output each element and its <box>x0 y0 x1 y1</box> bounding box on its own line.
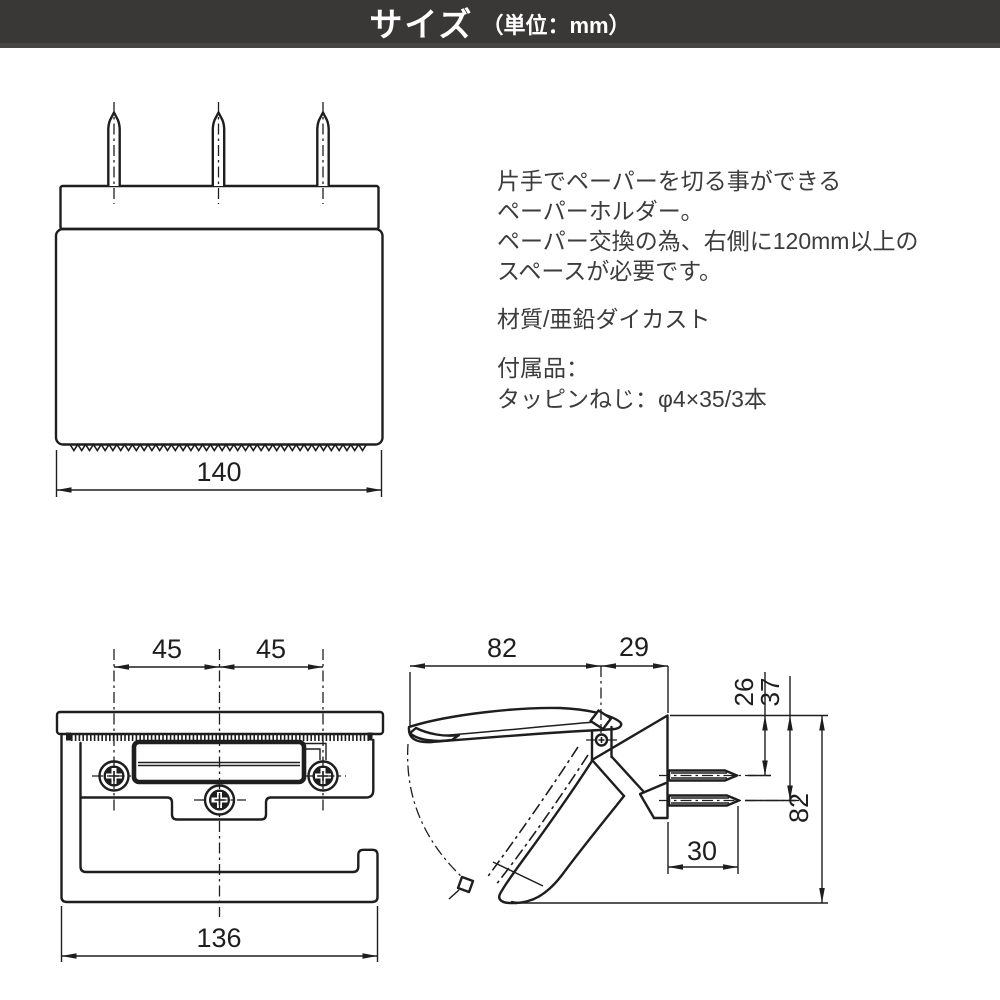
cutter-bar <box>131 739 327 785</box>
dim-30: 30 <box>667 806 739 874</box>
dim-label-30: 30 <box>687 836 717 866</box>
dim-label-37: 37 <box>755 678 785 707</box>
mounting-pin-right <box>316 102 330 204</box>
dim-label-45-right: 45 <box>256 634 286 664</box>
accessory-item: タッピンねじ：φ4×35/3本 <box>497 386 767 412</box>
top-view-drawing: 140 <box>54 102 384 497</box>
holder-body-top <box>54 227 384 446</box>
dim-45-45: 45 45 <box>114 634 323 670</box>
dim-label-140: 140 <box>196 457 241 487</box>
screw-axis-ticks <box>92 775 346 801</box>
lid-swing-arc <box>406 743 589 900</box>
description-line-3: ペーパー交換の為、右側に120mm以上の <box>497 228 919 254</box>
screw-side-lower <box>659 794 799 807</box>
front-view-drawing: 45 45 136 <box>55 634 385 962</box>
page-title: サイズ <box>369 5 474 43</box>
screw-front-right <box>307 760 339 792</box>
dim-82-29: 82 29 <box>409 632 669 733</box>
dim-37: 37 <box>745 676 796 802</box>
dim-140: 140 <box>55 450 383 497</box>
dim-label-136: 136 <box>196 923 241 953</box>
side-body <box>492 714 669 905</box>
dim-label-26: 26 <box>729 678 759 707</box>
mount-bracket <box>79 738 375 821</box>
cutter-serration <box>69 443 368 452</box>
dim-136: 136 <box>60 906 379 962</box>
description-line-1: 片手でペーパーを切る事ができる <box>497 168 842 194</box>
mount-plate <box>59 184 380 231</box>
dim-label-82-right: 82 <box>784 793 814 823</box>
material-note: 材質/亜鉛ダイカスト <box>497 306 711 332</box>
mounting-pin-left <box>107 102 121 204</box>
unit-label: （単位：mm） <box>481 12 631 38</box>
dim-label-82-top: 82 <box>487 633 517 663</box>
dim-label-29: 29 <box>619 632 649 662</box>
mounting-pin-center <box>211 102 226 204</box>
description-line-4: スペースが必要です。 <box>497 258 722 284</box>
open-lid-tab <box>456 875 475 894</box>
top-view-body <box>54 102 384 452</box>
lid-side <box>407 706 623 744</box>
holder-frame <box>60 733 379 904</box>
dim-26: 26 <box>729 672 771 777</box>
accessory-title: 付属品： <box>497 355 589 381</box>
front-view-body <box>55 649 385 917</box>
description-line-2: ペーパーホルダー。 <box>497 198 704 224</box>
serration-end-right <box>367 732 373 741</box>
dim-label-45-left: 45 <box>152 634 182 664</box>
side-view-drawing: 82 29 26 37 82 30 <box>406 632 828 905</box>
product-notes: 片手でペーパーを切る事ができる ペーパーホルダー。 ペーパー交換の為、右側に12… <box>497 166 982 415</box>
serration-end-left <box>66 732 71 741</box>
dim-82-right: 82 <box>784 715 825 903</box>
header-bar: サイズ （単位：mm） <box>0 0 1000 48</box>
